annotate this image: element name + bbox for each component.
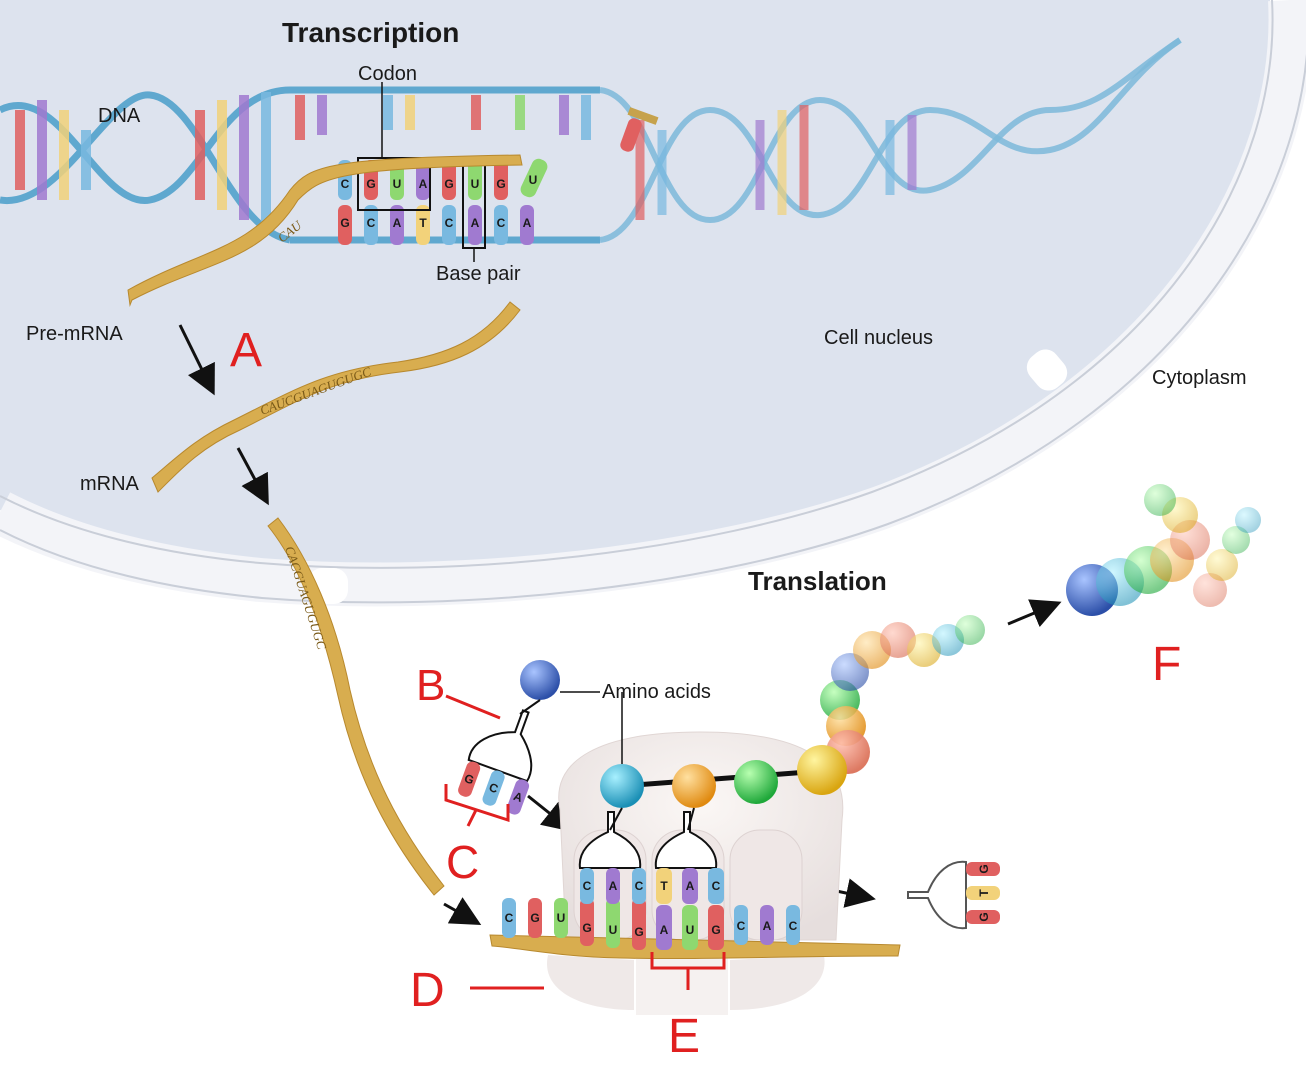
nuclear-pore [1026, 349, 1068, 391]
dna-top-base-2: G [366, 177, 375, 191]
ribosome-mrna-base-6: G [634, 925, 643, 939]
dna-top-base-5: G [444, 177, 453, 191]
marker-c: C [446, 836, 479, 888]
dna-bottom-base-5: C [445, 216, 454, 230]
dna-top-base-3: U [393, 177, 402, 191]
dna-top-base-7: G [496, 177, 505, 191]
outgoing-trna-base-1: G [977, 912, 991, 921]
outgoing-trna-base-2: T [977, 889, 991, 897]
amino-acid-1 [600, 764, 644, 808]
ribosome-mrna-base-8: U [686, 923, 695, 937]
dna-top-base-1: C [341, 177, 350, 191]
svg-text:U: U [529, 173, 538, 187]
arrow-protein-release [1007, 599, 1062, 628]
trna-1-base-3: C [635, 879, 644, 893]
amino-acid-2 [672, 764, 716, 808]
trna-2-base-2: A [686, 879, 695, 893]
ribosome-mrna-base-3: U [557, 911, 566, 925]
outgoing-trna-base-3: G [977, 864, 991, 873]
marker-f: F [1152, 638, 1181, 691]
arrow-pre-mrna-to-mrna [178, 324, 215, 396]
dna-bottom-base-1: G [340, 216, 349, 230]
amino-acid-incoming [520, 660, 560, 700]
ribosome-mrna-base-11: A [763, 919, 772, 933]
outgoing-trna: G T G [907, 860, 1000, 930]
ribosome-mrna-base-10: C [737, 919, 746, 933]
ribosome-mrna-base-5: U [609, 923, 618, 937]
arrow-mrna-to-export [236, 447, 269, 506]
dna-bottom-base-2: C [367, 216, 376, 230]
dna-bottom-base-3: A [393, 216, 402, 230]
trna-2-base-3: C [712, 879, 721, 893]
amino-acid-3 [734, 760, 778, 804]
free-nucleotide: U [520, 107, 659, 198]
nuclear-envelope-line [0, 0, 1274, 569]
amino-acids-label: Amino acids [602, 681, 711, 703]
marker-b: B [416, 661, 445, 710]
dna-bottom-base-8: A [523, 216, 532, 230]
mrna-label: mRNA [80, 473, 140, 495]
base-pair-label: Base pair [436, 263, 521, 285]
dna-rungs-right [635, 105, 917, 220]
cell-nucleus-region [0, 0, 1272, 575]
incoming-trna: G C A [458, 709, 533, 815]
dna-bottom-base-7: C [497, 216, 506, 230]
nuclear-envelope-outer [0, 0, 1306, 607]
ribosome-mrna-base-2: G [530, 911, 539, 925]
ribosome-mrna-bases [502, 898, 800, 950]
codon-label: Codon [358, 63, 417, 85]
dna-rungs-top [295, 95, 591, 140]
dna-rungs-left [15, 92, 271, 232]
cell-nucleus-label: Cell nucleus [824, 327, 933, 349]
trna-p-site: C A C [578, 811, 646, 904]
dna-top-base-4: A [419, 177, 428, 191]
dna-label: DNA [98, 105, 141, 127]
marker-a: A [230, 324, 262, 377]
ribosome-mrna-base-7: A [660, 923, 669, 937]
ribosome-mrna-base-1: C [505, 911, 514, 925]
pre-mrna-label: Pre-mRNA [26, 323, 123, 345]
translation-title: Translation [748, 566, 887, 596]
marker-e: E [668, 1010, 700, 1063]
trna-a-site: T A C [654, 811, 724, 904]
codon-box [357, 157, 431, 211]
incoming-trna-base-1: G [462, 771, 476, 787]
dna-bottom-base-6: A [471, 216, 480, 230]
amino-acid-4 [797, 745, 847, 795]
ribosome-mrna-base-9: G [711, 923, 720, 937]
ribosome-mrna-base-12: C [789, 919, 798, 933]
trna-1-base-2: A [609, 879, 618, 893]
transcription-title: Transcription [282, 17, 459, 48]
marker-d: D [410, 964, 445, 1017]
trna-2-base-1: T [660, 879, 668, 893]
dna-bottom-bases [338, 205, 534, 245]
arrow-to-ribosome [443, 897, 482, 925]
dna-top-base-6: U [471, 177, 480, 191]
trna-1-base-1: C [583, 879, 592, 893]
mrna-strand [151, 301, 521, 493]
cytoplasm-label: Cytoplasm [1152, 367, 1246, 389]
marker-b-line [445, 694, 501, 720]
pre-mrna-strand [127, 154, 523, 307]
dna-helix [0, 37, 1182, 244]
nuclear-envelope-line-outer [0, 51, 1306, 604]
mrna-exiting-strand [267, 517, 445, 896]
dna-bottom-base-4: T [419, 216, 427, 230]
polypeptide-chain [621, 484, 1261, 789]
marker-c-bracket [444, 784, 510, 823]
ribosome-mrna-base-4: G [582, 921, 591, 935]
